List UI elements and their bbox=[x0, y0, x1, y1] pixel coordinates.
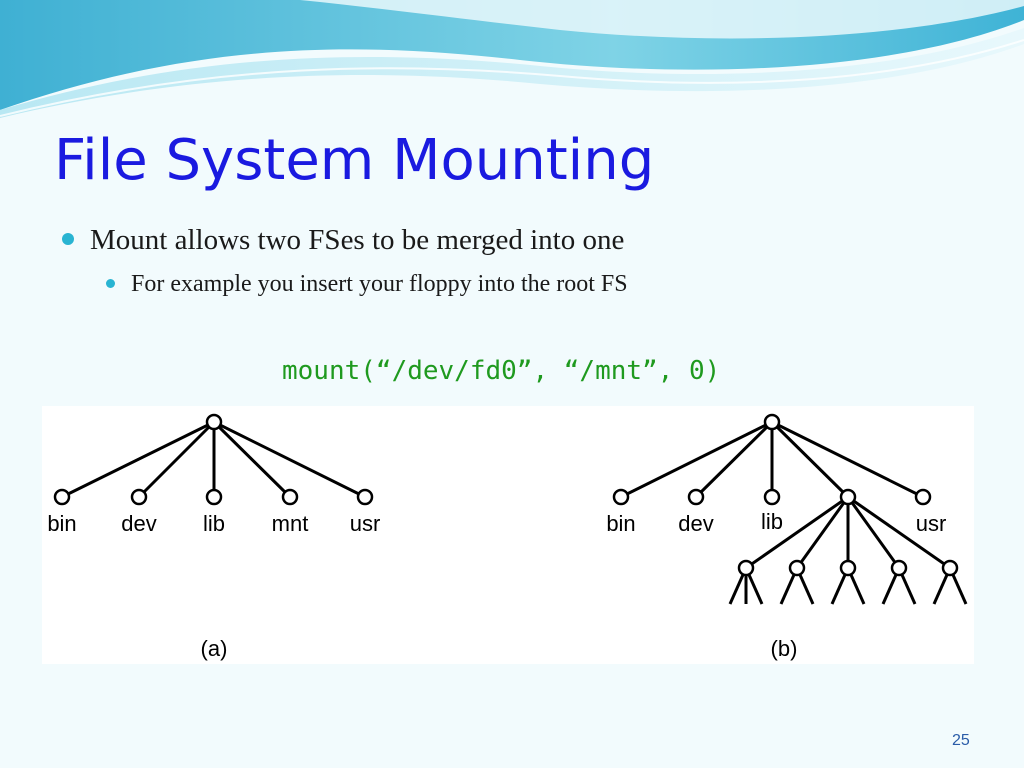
tree-b-caption: (b) bbox=[771, 636, 798, 661]
tree-b-label-lib: lib bbox=[761, 509, 783, 534]
tree-a-label-mnt: mnt bbox=[272, 511, 309, 536]
tree-b-mounted-node bbox=[737, 559, 755, 577]
tree-a-label-bin: bin bbox=[47, 511, 76, 536]
mount-diagram: bin dev lib mnt usr (a) bbox=[42, 406, 974, 664]
bullet-level-2: For example you insert your floppy into … bbox=[106, 271, 628, 298]
tree-b-root-node bbox=[763, 413, 781, 431]
tree-a-node bbox=[205, 488, 223, 506]
tree-a-label-usr: usr bbox=[350, 511, 381, 536]
tree-b-node bbox=[687, 488, 705, 506]
tree-a-node bbox=[53, 488, 71, 506]
tree-b-mount-point-node bbox=[839, 488, 857, 506]
slide-title: File System Mounting bbox=[54, 128, 655, 193]
tree-a-node bbox=[356, 488, 374, 506]
diagram-background bbox=[42, 406, 974, 664]
tree-b-label-dev: dev bbox=[678, 511, 713, 536]
tree-b-label-usr: usr bbox=[916, 511, 947, 536]
header-wave-decoration bbox=[0, 0, 1024, 118]
bullet-text: Mount allows two FSes to be merged into … bbox=[90, 224, 625, 256]
slide-number: 25 bbox=[952, 732, 970, 749]
tree-a-node bbox=[130, 488, 148, 506]
tree-a-label-lib: lib bbox=[203, 511, 225, 536]
tree-b-node bbox=[612, 488, 630, 506]
tree-b bbox=[620, 420, 968, 605]
bullet-dot-icon bbox=[62, 233, 74, 246]
bullet-text: For example you insert your floppy into … bbox=[131, 271, 628, 297]
tree-a-root-node bbox=[205, 413, 223, 431]
tree-b-mounted-node bbox=[890, 559, 908, 577]
tree-b-node bbox=[914, 488, 932, 506]
tree-b-label-bin: bin bbox=[606, 511, 635, 536]
tree-b-mounted-node bbox=[788, 559, 806, 577]
tree-b-mounted-node bbox=[941, 559, 959, 577]
bullet-level-1: Mount allows two FSes to be merged into … bbox=[62, 224, 624, 257]
tree-b-node bbox=[763, 488, 781, 506]
tree-a-node bbox=[281, 488, 299, 506]
tree-a-caption: (a) bbox=[201, 636, 228, 661]
bullet-dot-icon bbox=[106, 278, 115, 288]
tree-a-label-dev: dev bbox=[121, 511, 156, 536]
tree-a bbox=[61, 420, 366, 499]
tree-b-mounted-node bbox=[839, 559, 857, 577]
mount-command-code: mount(“/dev/fd0”, “/mnt”, 0) bbox=[282, 356, 721, 386]
